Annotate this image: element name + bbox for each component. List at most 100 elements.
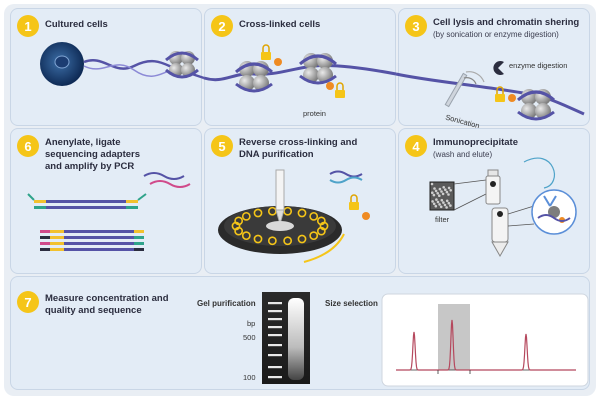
filter-pore bbox=[445, 190, 449, 194]
filter-pore bbox=[440, 198, 444, 202]
filter-pore bbox=[436, 200, 440, 204]
bead-well bbox=[234, 216, 244, 226]
protein-dot-icon bbox=[508, 94, 516, 102]
sonication-probe-icon bbox=[444, 71, 485, 108]
filter-pore bbox=[434, 189, 438, 193]
bead-well bbox=[253, 234, 263, 244]
bead-well bbox=[267, 236, 277, 246]
bead-well bbox=[309, 211, 319, 221]
filter-pore bbox=[438, 187, 442, 191]
protein-label: protein bbox=[303, 109, 326, 118]
pacman-enzyme-icon bbox=[493, 61, 504, 75]
filter-pore bbox=[439, 205, 443, 209]
filter-pore bbox=[441, 192, 445, 196]
step-7-badge: 7 bbox=[17, 291, 39, 313]
filter-label: filter bbox=[435, 215, 450, 224]
bead-well bbox=[297, 208, 307, 218]
step-4-badge: 4 bbox=[405, 135, 427, 157]
gel-ladder-band bbox=[268, 310, 282, 313]
dna-strand-2 bbox=[203, 63, 397, 82]
gel-ladder-band bbox=[268, 302, 282, 305]
gel-image bbox=[262, 292, 310, 384]
filter-pore bbox=[440, 190, 443, 193]
step-5-title: Reverse cross-linking and DNA purificati… bbox=[239, 137, 358, 160]
step-3-title-text: Cell lysis and chromatin shering bbox=[433, 17, 580, 28]
gel-ladder-band bbox=[268, 376, 282, 379]
bead-well bbox=[316, 216, 326, 226]
filter-pore bbox=[447, 201, 451, 205]
gel-ladder-band bbox=[268, 334, 282, 337]
pcr-product-rows bbox=[40, 230, 144, 251]
step-2-title: Cross-linked cells bbox=[239, 19, 321, 30]
filter-pore bbox=[430, 182, 434, 186]
immunoprecipitation-illustration bbox=[429, 157, 577, 258]
bead-well bbox=[253, 208, 263, 218]
gel-purification-label: Gel purification bbox=[197, 299, 256, 308]
dna-strand-1b bbox=[83, 64, 175, 77]
step-3-badge: 3 bbox=[405, 15, 427, 37]
filter-pore bbox=[433, 187, 436, 190]
step-1-badge: 1 bbox=[17, 15, 39, 37]
enzyme-digestion-label: enzyme digestion bbox=[509, 61, 568, 70]
filter-pore bbox=[445, 206, 448, 209]
filter-pore bbox=[447, 193, 450, 196]
gel-ladder-band bbox=[268, 318, 282, 321]
filter-pore bbox=[443, 203, 447, 207]
gel-500-label: 500 bbox=[243, 333, 256, 342]
dna-strand-3 bbox=[395, 72, 585, 116]
step-6-badge: 6 bbox=[17, 135, 39, 157]
step-2-badge: 2 bbox=[211, 15, 233, 37]
bead-well bbox=[241, 211, 251, 221]
spin-column-icon bbox=[485, 169, 509, 258]
gel-ladder-band bbox=[268, 344, 282, 347]
filter-pore bbox=[434, 204, 438, 208]
flow-arrow-icon bbox=[303, 233, 345, 263]
antibody-bead-icon bbox=[537, 195, 571, 223]
gel-ladder-band bbox=[268, 354, 282, 357]
step-7-title: Measure concentration and quality and se… bbox=[45, 293, 169, 316]
step-3-subtitle: (by sonication or enzyme digestion) bbox=[433, 30, 559, 39]
filter-pore bbox=[436, 192, 440, 195]
filter-pore bbox=[445, 199, 449, 203]
filter-pore bbox=[442, 186, 446, 189]
pipette-tip-icon bbox=[275, 169, 285, 211]
filter-pore bbox=[447, 186, 451, 190]
bead-well bbox=[283, 236, 293, 246]
gel-ladder bbox=[268, 302, 282, 379]
step-4-title-text: Immunoprecipitate bbox=[433, 137, 518, 148]
adapter-ligation-illustration bbox=[27, 172, 191, 251]
gel-ladder-band bbox=[268, 366, 282, 369]
cell-nucleus bbox=[54, 55, 70, 69]
diagram-artwork bbox=[27, 42, 585, 384]
lock-icon bbox=[349, 194, 359, 210]
cell-lysis-illustration bbox=[395, 61, 585, 121]
filter-pore bbox=[432, 193, 436, 197]
step-3-title: Cell lysis and chromatin shering (by son… bbox=[433, 17, 587, 41]
gel-100-label: 100 bbox=[243, 373, 256, 382]
chart-frame bbox=[381, 293, 589, 387]
filter-pore bbox=[444, 188, 447, 191]
filter-pore bbox=[431, 191, 434, 194]
step-5-badge: 5 bbox=[211, 135, 233, 157]
filter-pore bbox=[431, 200, 434, 203]
dna-fragment-squiggle bbox=[143, 172, 185, 180]
bead-well bbox=[316, 226, 326, 236]
lock-icon bbox=[261, 44, 271, 60]
nucleosome-2a bbox=[235, 61, 273, 93]
protein-dot-icon bbox=[362, 212, 370, 220]
filter-pore bbox=[435, 198, 438, 201]
bead-well bbox=[309, 231, 319, 241]
nucleosome-2b bbox=[299, 53, 337, 85]
gel-ladder-band bbox=[268, 326, 282, 329]
filter-pore bbox=[449, 189, 453, 192]
loop-arrow-icon bbox=[523, 157, 555, 189]
step-6-title: Anenylate, ligate sequencing adapters an… bbox=[45, 137, 141, 172]
step-4-subtitle: (wash and elute) bbox=[433, 150, 493, 159]
lock-icon bbox=[495, 86, 505, 102]
panel-step-2: 2 Cross-linked cells protein bbox=[204, 8, 396, 126]
protein-dot-icon bbox=[274, 58, 282, 66]
step-4-title: Immunoprecipitate (wash and elute) bbox=[433, 137, 518, 161]
filter-pore bbox=[449, 204, 452, 207]
figure-frame: 1 Cultured cells 2 Cross-linked cells pr… bbox=[4, 4, 596, 396]
size-selection-label: Size selection bbox=[325, 299, 378, 308]
